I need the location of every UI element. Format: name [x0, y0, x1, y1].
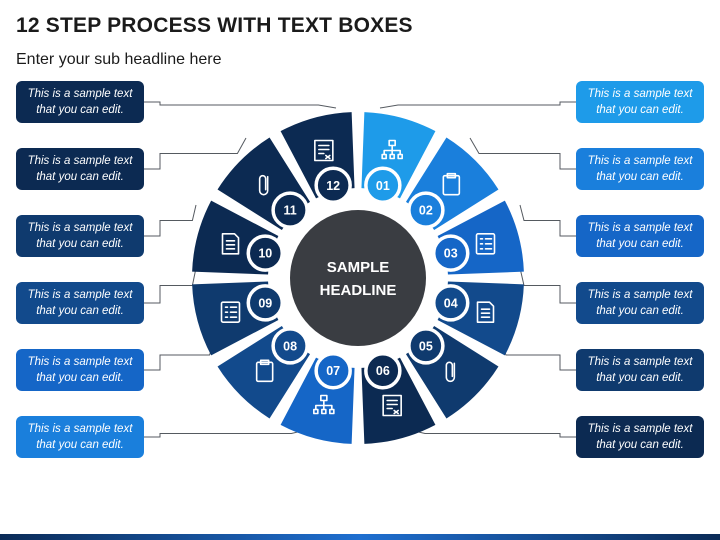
center-hub	[286, 206, 430, 350]
step-number: 08	[283, 339, 297, 353]
text-box-right-4[interactable]: This is a sample text that you can edit.	[576, 282, 704, 324]
step-badge-03	[431, 234, 470, 272]
step-number: 10	[258, 247, 272, 261]
text-box-left-5[interactable]: This is a sample text that you can edit.	[16, 349, 144, 391]
text-box-line: that you can edit.	[36, 372, 124, 384]
text-box-line: that you can edit.	[596, 305, 684, 317]
text-box-right-6[interactable]: This is a sample text that you can edit.	[576, 416, 704, 458]
team-network-icon	[258, 174, 269, 196]
step-badge-11	[271, 191, 309, 229]
connector-right	[519, 204, 576, 237]
step-badge-07	[314, 351, 352, 390]
step-badge-05	[407, 327, 445, 365]
connector-left	[144, 267, 197, 304]
step-number: 05	[419, 339, 433, 353]
connector-left	[144, 339, 216, 371]
step-badge-09	[246, 284, 285, 322]
page-subtitle: Enter your sub headline here	[16, 51, 222, 68]
text-box-line: This is a sample text	[587, 155, 693, 167]
step-badge-01	[364, 166, 402, 205]
text-box-right-5[interactable]: This is a sample text that you can edit.	[576, 349, 704, 391]
step-number: 09	[258, 296, 272, 310]
step-badge-02	[407, 191, 445, 229]
text-box-line: This is a sample text	[587, 289, 693, 301]
form-icon	[220, 301, 241, 323]
step-icons	[220, 139, 496, 417]
text-box-line: This is a sample text	[27, 423, 133, 435]
connector-left	[144, 204, 197, 237]
step-badge-08	[271, 327, 309, 365]
step-number: 07	[326, 364, 340, 378]
text-box-line: that you can edit.	[596, 372, 684, 384]
step-number: 01	[376, 179, 390, 193]
connector-left	[144, 101, 337, 109]
text-box-line: that you can edit.	[596, 104, 684, 116]
text-box-line: This is a sample text	[587, 423, 693, 435]
checklist-icon	[475, 233, 496, 255]
text-box-left-1[interactable]: This is a sample text that you can edit.	[16, 81, 144, 123]
step-badge-10	[246, 234, 285, 272]
center-headline-line1: SAMPLE	[327, 259, 390, 276]
text-box-left-2[interactable]: This is a sample text that you can edit.	[16, 148, 144, 190]
text-box-left-3[interactable]: This is a sample text that you can edit.	[16, 215, 144, 257]
text-box-left-6[interactable]: This is a sample text that you can edit.	[16, 416, 144, 458]
text-box-line: that you can edit.	[596, 238, 684, 250]
step-badge-04	[431, 284, 470, 322]
text-box-line: that you can edit.	[36, 305, 124, 317]
step-number: 12	[326, 179, 340, 193]
text-box-line: This is a sample text	[27, 289, 133, 301]
connector-right	[499, 339, 576, 371]
text-box-line: that you can edit.	[36, 439, 124, 451]
connector-right	[379, 101, 576, 109]
document-icon	[476, 301, 495, 323]
text-box-line: This is a sample text	[587, 356, 693, 368]
connector-right	[409, 429, 576, 438]
text-box-line: This is a sample text	[27, 222, 133, 234]
step-badges: 01 02 03 04 05 06 07 08 09 10 11 12	[246, 166, 470, 390]
connector-left	[144, 137, 247, 170]
text-box-line: that you can edit.	[596, 439, 684, 451]
step-number: 04	[444, 296, 458, 310]
connector-right	[469, 137, 576, 170]
text-box-line: that you can edit.	[36, 171, 124, 183]
text-box-line: This is a sample text	[27, 155, 133, 167]
paperclip-icon	[445, 361, 456, 383]
text-box-line: that you can edit.	[36, 238, 124, 250]
connector-left	[144, 429, 307, 438]
org-chart-icon	[381, 139, 403, 160]
step-number: 02	[419, 204, 433, 218]
step-number: 11	[284, 204, 297, 218]
step-number: 06	[376, 364, 390, 378]
contract-icon	[382, 394, 402, 417]
step-badge-12	[314, 166, 352, 205]
step-number: 03	[444, 247, 458, 261]
page-title: 12 STEP PROCESS WITH TEXT BOXES	[16, 14, 413, 37]
text-box-line: This is a sample text	[27, 356, 133, 368]
clipboard-icon	[442, 172, 461, 196]
text-box-line: This is a sample text	[27, 88, 133, 100]
step-badge-06	[364, 351, 402, 390]
billboard-icon	[313, 394, 335, 415]
text-box-right-2[interactable]: This is a sample text that you can edit.	[576, 148, 704, 190]
text-box-line: This is a sample text	[587, 88, 693, 100]
text-box-line: This is a sample text	[587, 222, 693, 234]
file-icon	[221, 233, 240, 255]
text-box-right-1[interactable]: This is a sample text that you can edit.	[576, 81, 704, 123]
connector-right	[519, 267, 576, 304]
network-icon	[255, 359, 274, 383]
bottom-accent-bar	[0, 534, 720, 540]
center-headline-line2: HEADLINE	[320, 282, 397, 299]
text-box-line: that you can edit.	[36, 104, 124, 116]
hierarchy-icon	[314, 139, 334, 162]
text-box-left-4[interactable]: This is a sample text that you can edit.	[16, 282, 144, 324]
text-box-right-3[interactable]: This is a sample text that you can edit.	[576, 215, 704, 257]
text-box-line: that you can edit.	[596, 171, 684, 183]
connectors	[144, 101, 576, 438]
